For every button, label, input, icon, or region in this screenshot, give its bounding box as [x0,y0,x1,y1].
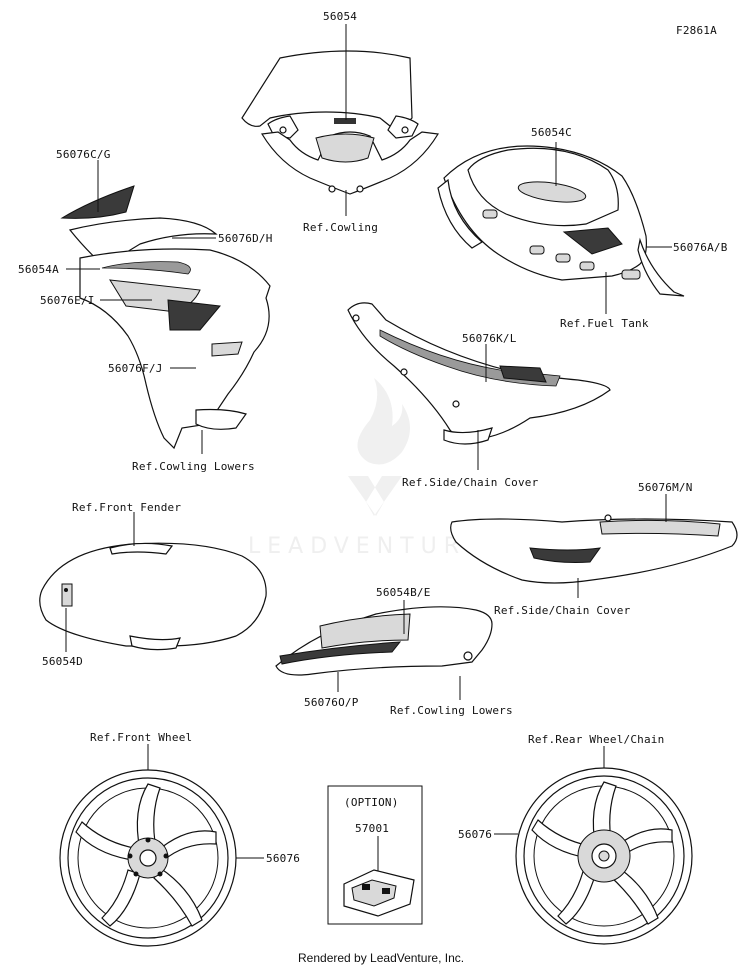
label-56076-rear[interactable]: 56076 [458,828,492,841]
label-56054D[interactable]: 56054D [42,655,83,668]
front-wheel[interactable] [59,769,237,947]
label-56054A[interactable]: 56054A [18,263,59,276]
label-57001[interactable]: 57001 [355,822,389,835]
label-56076K-L[interactable]: 56076K/L [462,332,517,345]
label-56076C-G[interactable]: 56076C/G [56,148,111,161]
label-56054[interactable]: 56054 [323,10,357,23]
label-ref-fuel-tank[interactable]: Ref.Fuel Tank [560,317,649,330]
watermark-text: LEADVENTURE [248,534,487,559]
label-56054B-E[interactable]: 56054B/E [376,586,431,599]
option-label: (OPTION) [344,796,399,809]
label-ref-side-chain-cover-2[interactable]: Ref.Side/Chain Cover [494,604,631,617]
label-ref-rear-wheel-chain[interactable]: Ref.Rear Wheel/Chain [528,733,664,746]
side-cover-decal-group[interactable] [347,302,611,445]
label-ref-cowling-lowers-2[interactable]: Ref.Cowling Lowers [390,704,513,717]
side-fairing-decal-group[interactable] [60,185,271,450]
lower-cowling-decal-group[interactable] [275,606,493,676]
label-ref-front-wheel[interactable]: Ref.Front Wheel [90,731,192,744]
label-56076F-J[interactable]: 56076F/J [108,362,163,375]
figure-code: F2861A [676,24,717,37]
label-56076A-B[interactable]: 56076A/B [673,241,728,254]
label-56076O-P[interactable]: 56076O/P [304,696,359,709]
front-fender-decal-group[interactable] [39,542,267,651]
footer-credit: Rendered by LeadVenture, Inc. [298,951,464,965]
fender-logo [61,583,73,607]
rear-side-cover-decal-group[interactable] [450,514,738,584]
label-ref-front-fender[interactable]: Ref.Front Fender [72,501,181,514]
label-56076D-H[interactable]: 56076D/H [218,232,273,245]
label-56054C[interactable]: 56054C [531,126,572,139]
fuel-tank-decal-group[interactable] [437,145,685,297]
rear-wheel[interactable] [515,767,693,945]
option-box: (OPTION) 57001 [327,785,423,925]
label-ref-cowling[interactable]: Ref.Cowling [303,221,378,234]
windscreen-logo [334,118,356,124]
label-56076M-N[interactable]: 56076M/N [638,481,693,494]
label-56076E-I[interactable]: 56076E/I [40,294,95,307]
label-ref-cowling-lowers-1[interactable]: Ref.Cowling Lowers [132,460,255,473]
windscreen-decal-group[interactable] [241,50,439,195]
watermark: LEADVENTURE [248,378,487,559]
label-ref-side-chain-cover-1[interactable]: Ref.Side/Chain Cover [402,476,539,489]
label-56076-front[interactable]: 56076 [266,852,300,865]
part-57001[interactable] [343,869,415,917]
